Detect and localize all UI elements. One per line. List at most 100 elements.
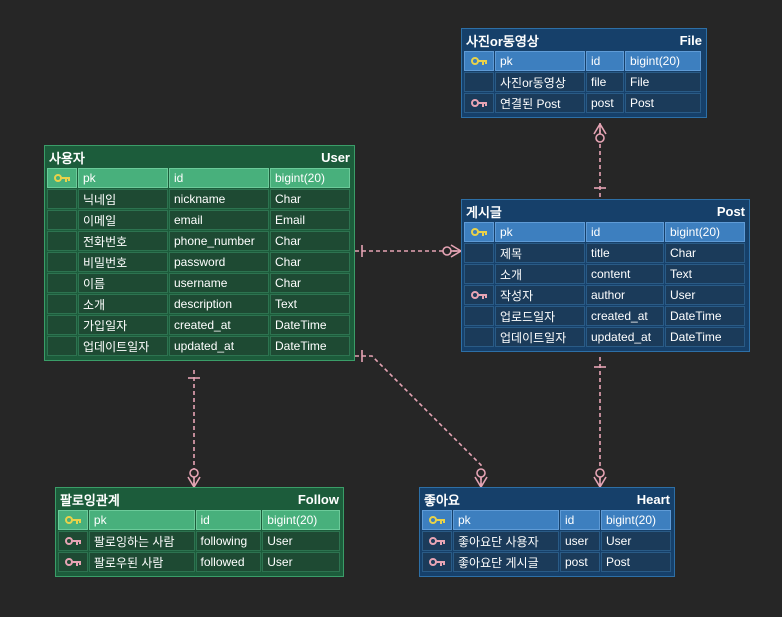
table-header: 좋아요 Heart: [420, 488, 674, 510]
table-title: 사진or동영상: [466, 33, 539, 49]
row-field-type: Char: [270, 273, 350, 293]
table-title: 사용자: [49, 150, 85, 166]
table-model-name: Heart: [636, 491, 670, 507]
row-label: 사진or동영상: [495, 72, 585, 92]
row-field-name: file: [586, 72, 624, 92]
primary-key-icon: [64, 515, 81, 525]
row-icon-cell: [464, 72, 494, 92]
row-label: pk: [88, 510, 195, 530]
row-field-type: bigint(20): [625, 51, 701, 71]
row-field-type: User: [601, 531, 671, 551]
foreign-key-icon: [64, 557, 81, 567]
row-field-name: id: [169, 168, 269, 188]
row-label: 좋아요단 게시글: [453, 552, 559, 572]
primary-key-icon: [54, 173, 70, 183]
row-label: 업데이트일자: [495, 327, 585, 347]
row-icon-cell: [47, 168, 77, 188]
table-model-name: Follow: [297, 491, 339, 507]
row-field-name: nickname: [169, 189, 269, 209]
row-field-name: author: [586, 285, 664, 305]
row-field-name: id: [195, 510, 262, 530]
row-field-type: Char: [665, 243, 745, 263]
row-field-type: User: [665, 285, 745, 305]
row-field-type: DateTime: [270, 315, 350, 335]
row-label: pk: [495, 51, 585, 71]
foreign-key-icon: [471, 290, 487, 300]
row-field-name: updated_at: [169, 336, 269, 356]
row-label: 소개: [495, 264, 585, 284]
row-field-name: user: [560, 531, 600, 551]
row-icon-cell: [422, 552, 452, 572]
row-label: 이메일: [78, 210, 168, 230]
row-label: 연결된 Post: [495, 93, 585, 113]
row-icon-cell: [422, 531, 452, 551]
row-icon-cell: [464, 264, 494, 284]
row-label: 닉네임: [78, 189, 168, 209]
row-field-type: Char: [270, 231, 350, 251]
row-field-name: following: [195, 531, 262, 551]
row-field-name: post: [586, 93, 624, 113]
row-field-type: bigint(20): [601, 510, 671, 530]
row-field-type: DateTime: [665, 327, 745, 347]
row-label: 소개: [78, 294, 168, 314]
foreign-key-icon: [429, 536, 445, 546]
row-field-type: bigint(20): [270, 168, 350, 188]
row-icon-cell: [58, 510, 88, 530]
foreign-key-icon: [471, 98, 487, 108]
link-post-heart: [593, 357, 607, 488]
row-icon-cell: [464, 51, 494, 71]
table-model-name: User: [321, 149, 350, 165]
row-label: 팔로우된 사람: [88, 552, 195, 572]
row-icon-cell: [464, 222, 494, 242]
row-label: pk: [78, 168, 168, 188]
row-field-name: id: [586, 222, 664, 242]
row-icon-cell: [47, 315, 77, 335]
row-field-name: id: [560, 510, 600, 530]
row-icon-cell: [47, 231, 77, 251]
row-icon-cell: [47, 294, 77, 314]
row-field-name: created_at: [586, 306, 664, 326]
row-icon-cell: [58, 531, 88, 551]
table-model-name: Post: [716, 203, 745, 219]
table-title: 좋아요: [424, 492, 460, 508]
row-field-type: User: [262, 552, 340, 572]
table-title: 팔로잉관계: [60, 492, 120, 508]
row-field-name: password: [169, 252, 269, 272]
table-header: 게시글 Post: [462, 200, 749, 222]
row-field-type: Post: [625, 93, 701, 113]
row-field-type: File: [625, 72, 701, 92]
row-icon-cell: [47, 189, 77, 209]
